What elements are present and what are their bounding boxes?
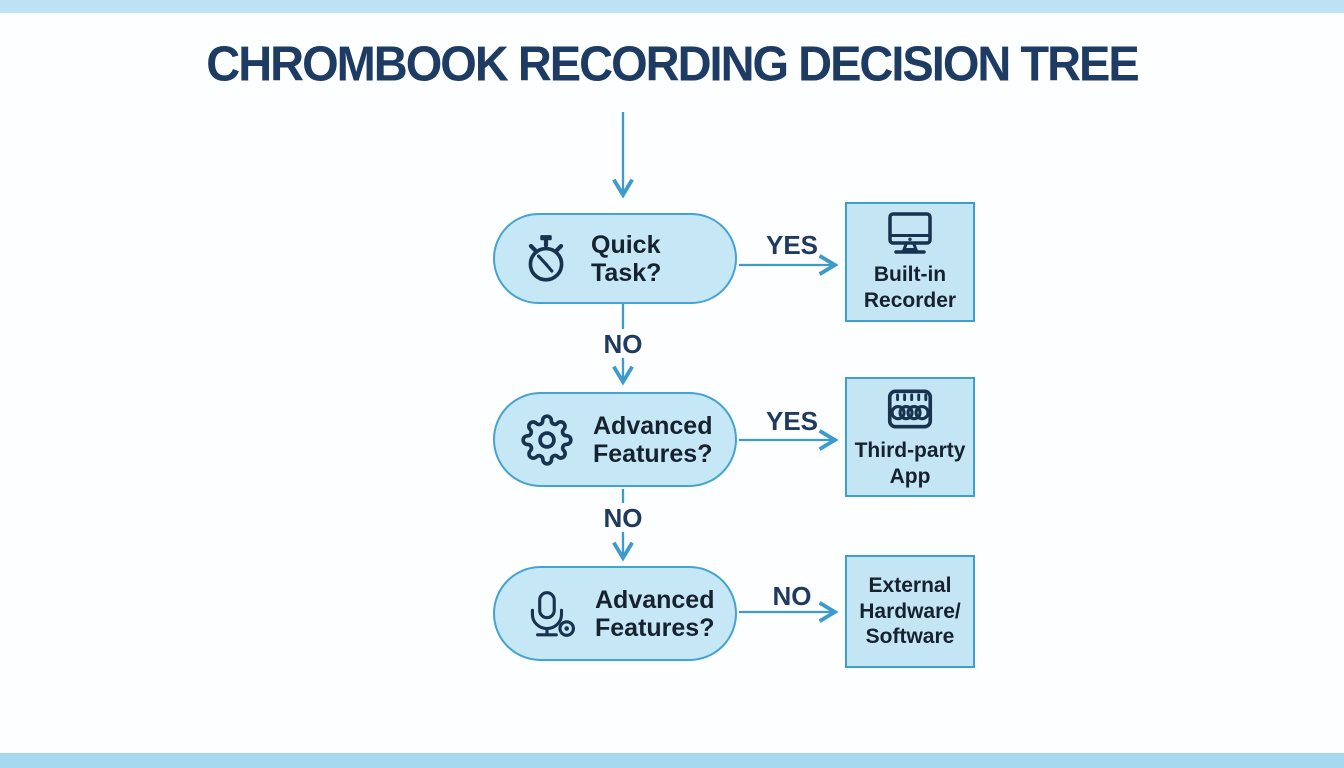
outcome-label-line: Software	[865, 625, 955, 649]
outcome-box-label: External Hardware/ Software	[859, 573, 961, 650]
outcome-box-external-hardware-software: External Hardware/ Software	[845, 555, 975, 668]
edge-label-no-3: NO	[772, 581, 812, 611]
edge-label-yes-2: YES	[765, 406, 819, 436]
microphone-icon	[530, 590, 575, 637]
decision-node-label: Advanced Features?	[593, 412, 712, 468]
decision-node-advanced-features-1: Advanced Features?	[493, 392, 737, 487]
decision-node-label: Advanced Features?	[595, 586, 714, 642]
outcome-box-label: Built-in Recorder	[864, 262, 956, 313]
bottom-border-bar	[0, 753, 1344, 768]
top-border-bar	[0, 0, 1344, 13]
page-title: CHROMBOOK RECORDING DECISION TREE	[206, 35, 1140, 92]
calendar-icon	[887, 389, 933, 429]
outcome-label-line: Built-in	[873, 263, 947, 287]
outcome-label-line: Third-party	[854, 439, 966, 463]
edge-label-yes-1: YES	[765, 230, 819, 260]
edge-label-no-2: NO	[603, 503, 643, 533]
decision-label-line: Features?	[593, 439, 713, 468]
outcome-label-line: Hardware/	[859, 599, 961, 623]
decision-label-line: Quick Task?	[591, 230, 662, 287]
outcome-label-line: Recorder	[863, 289, 957, 312]
decision-node-quick-task: Quick Task?	[493, 213, 737, 304]
decision-label-line: Advanced	[593, 411, 713, 440]
monitor-icon	[888, 212, 932, 255]
stopwatch-icon	[528, 234, 564, 282]
outcome-label-line: App	[889, 465, 931, 488]
decision-node-advanced-features-2: Advanced Features?	[493, 566, 737, 661]
outcome-box-label: Third-party App	[855, 438, 966, 489]
outcome-box-third-party-app: Third-party App	[845, 377, 975, 497]
decision-label-line: Advanced	[595, 585, 715, 614]
decision-node-label: Quick Task?	[591, 231, 735, 287]
outcome-box-built-in-recorder: Built-in Recorder	[845, 202, 975, 322]
outcome-label-line: External	[868, 574, 952, 598]
decision-label-line: Features?	[595, 613, 715, 642]
edge-label-no-1: NO	[603, 329, 643, 359]
gear-icon	[521, 413, 573, 466]
